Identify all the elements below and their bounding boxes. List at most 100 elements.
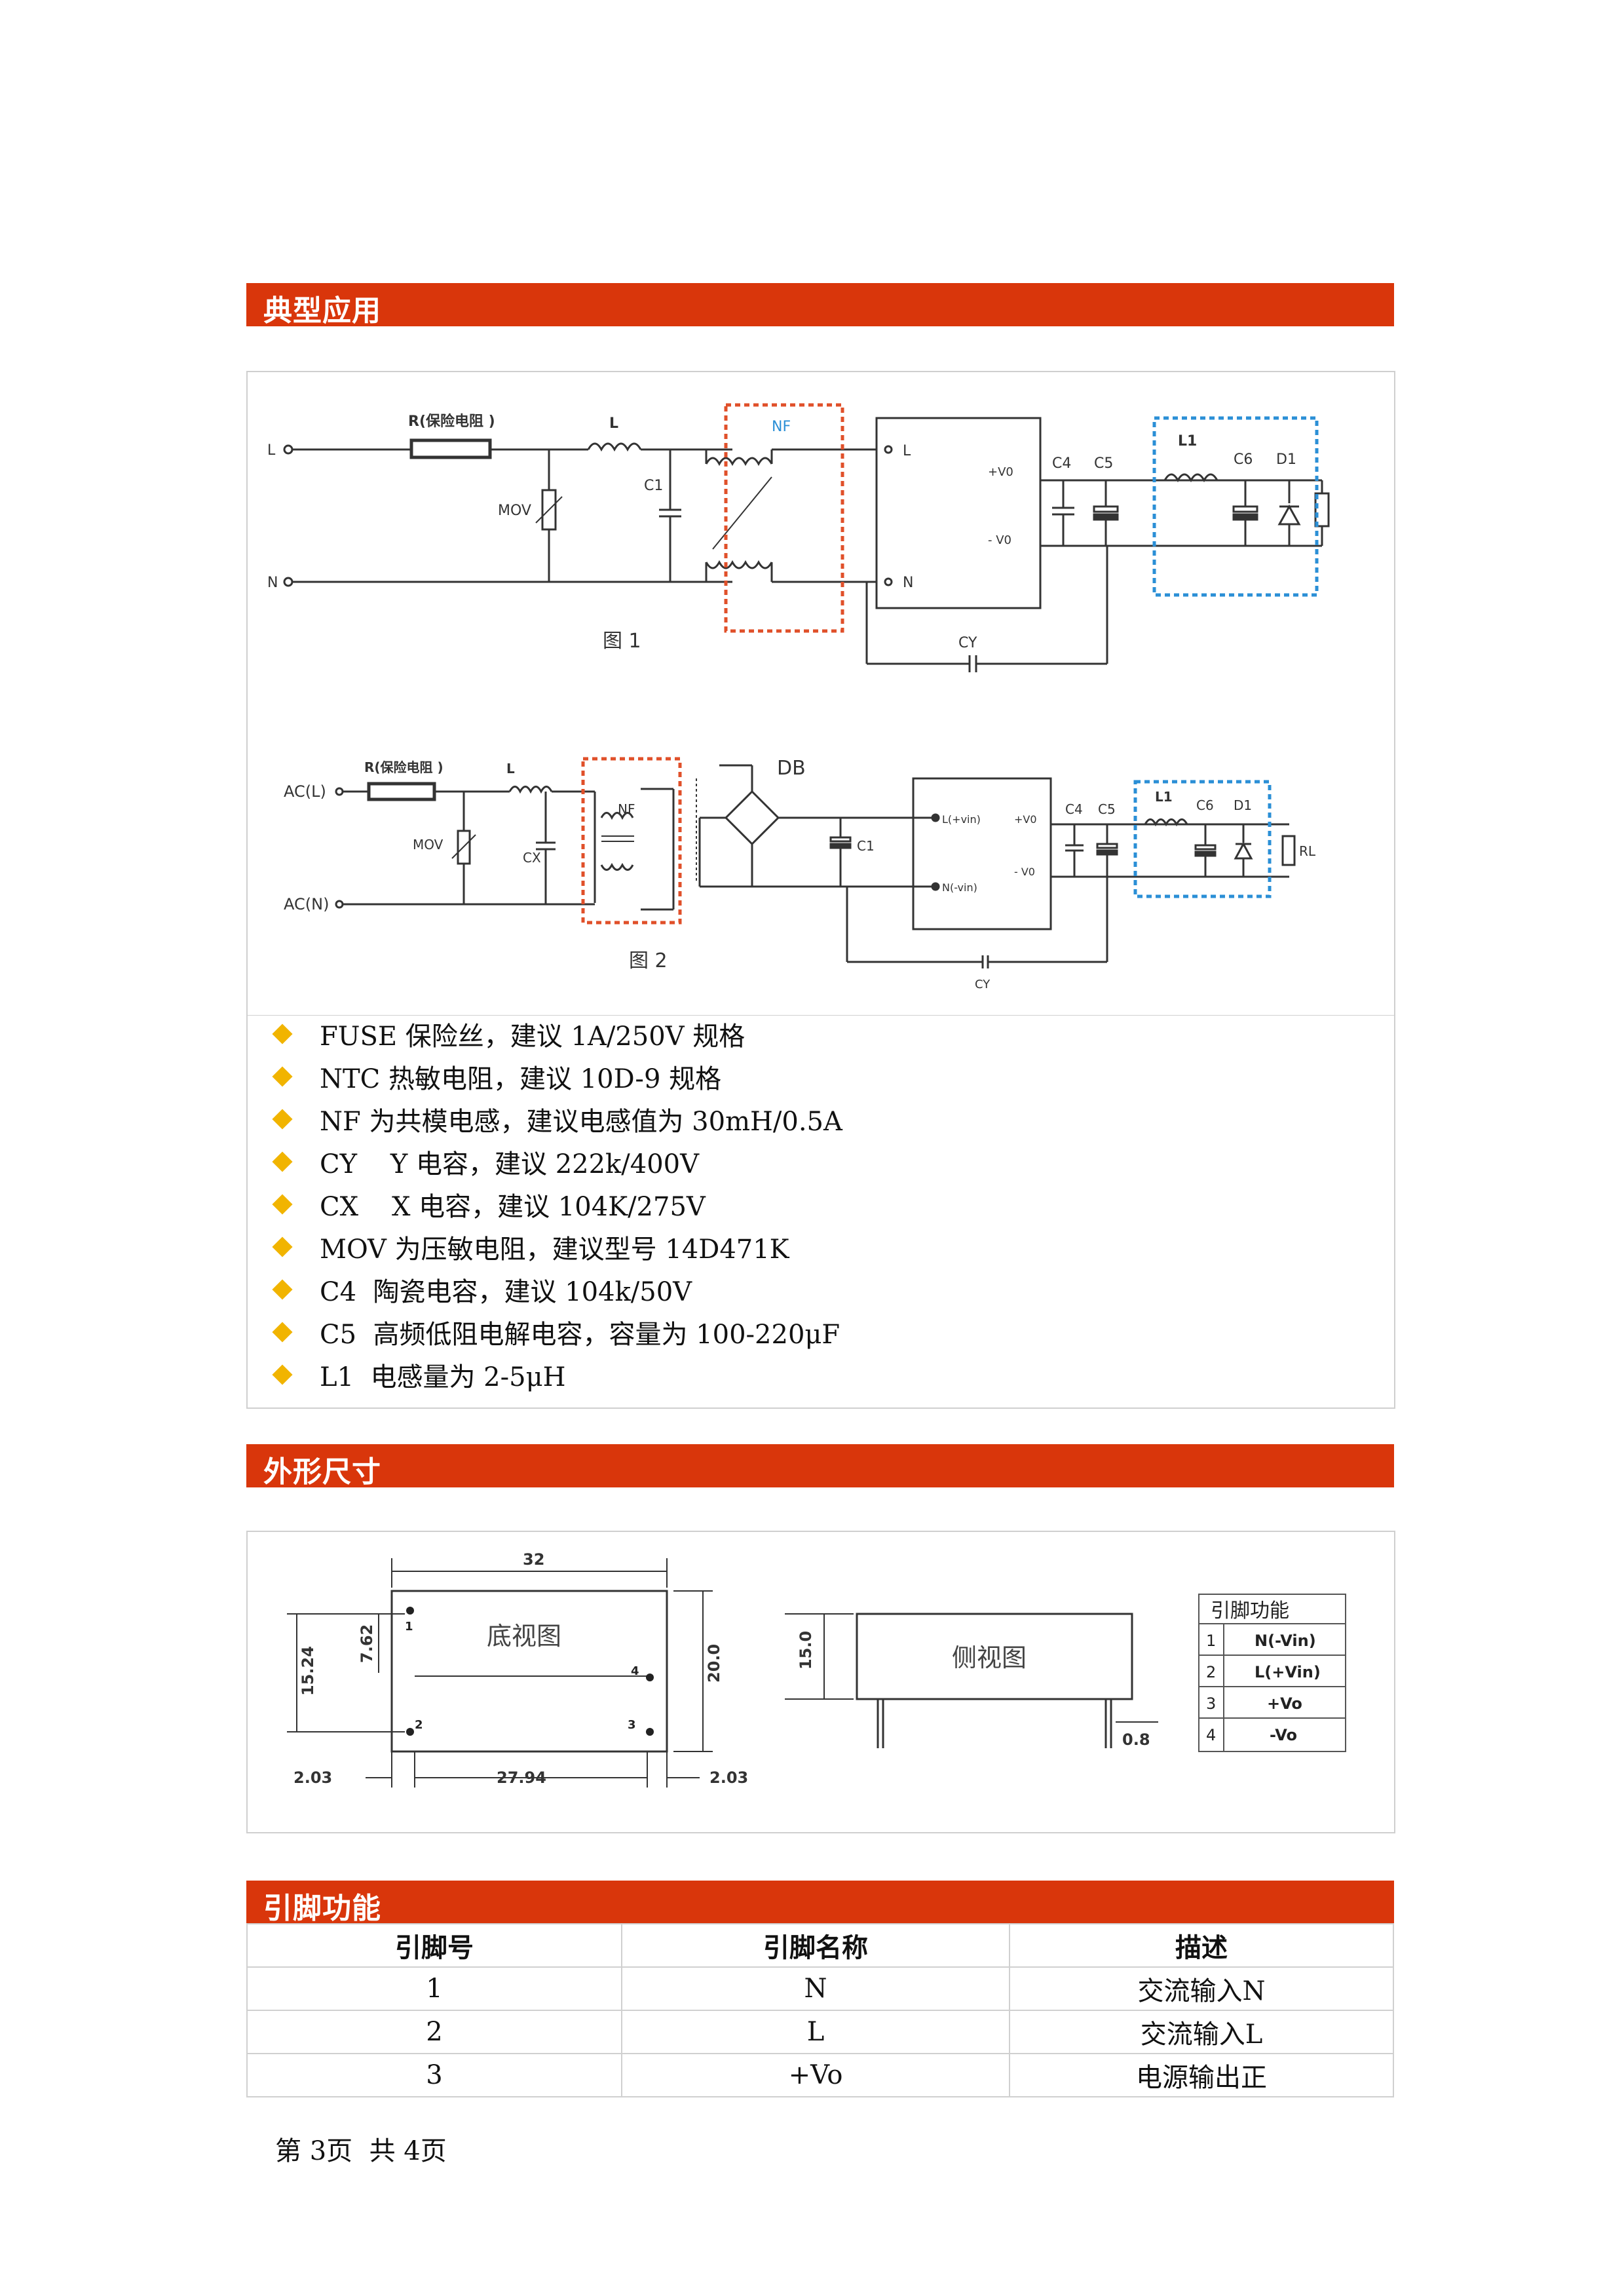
dim-pin-span-v: 15.24 xyxy=(299,1646,317,1696)
bullet-icon xyxy=(272,1066,293,1087)
mini-table-name: L(+Vin) xyxy=(1255,1663,1321,1681)
table-cell: 2 xyxy=(246,2010,622,2054)
fig1-n-in: N xyxy=(267,575,278,591)
pin-dot xyxy=(406,1728,414,1736)
table-row: 3 +Vo 电源输出正 xyxy=(246,2053,1394,2097)
fig2-caption: 图 2 xyxy=(629,949,668,972)
dim-side-height: 15.0 xyxy=(797,1631,815,1670)
section-header-dimensions: 外形尺寸 xyxy=(246,1444,1394,1489)
note-item: NTC 热敏电阻，建议 10D-9 规格 xyxy=(267,1057,721,1096)
pin-table: 引脚号 引脚名称 描述 1 N 交流输入N 2 L 交流输入L 3 +Vo 电源… xyxy=(246,1923,1394,2097)
section-header-pins: 引脚功能 xyxy=(246,1881,1394,1925)
pin-dot xyxy=(646,1728,654,1736)
mini-table-name: +Vo xyxy=(1267,1694,1302,1713)
table-row: 1 N 交流输入N xyxy=(246,1966,1394,2011)
fig2-vo-neg: - V0 xyxy=(1014,866,1035,878)
fig1-l1: L1 xyxy=(1178,433,1197,450)
fig2-db: DB xyxy=(777,757,806,780)
mini-table-no: 1 xyxy=(1206,1632,1216,1650)
fig2-vo-pos: +V0 xyxy=(1014,813,1037,826)
fig1-d1: D1 xyxy=(1276,451,1296,468)
mini-table-no: 2 xyxy=(1206,1663,1216,1681)
figure-2-circuit xyxy=(335,764,1296,968)
section-header-typical: 典型应用 xyxy=(246,283,1394,328)
section-title: 引脚功能 xyxy=(263,1892,381,1925)
fig2-d1: D1 xyxy=(1234,797,1252,813)
pin-number: 4 xyxy=(631,1664,639,1678)
bottom-view-label: 底视图 xyxy=(487,1622,561,1651)
fig1-inductor: L xyxy=(609,415,618,432)
mini-table-no: 4 xyxy=(1206,1726,1216,1744)
fig1-caption: 图 1 xyxy=(603,630,641,653)
fig1-mod-l: L xyxy=(903,443,911,459)
table-cell: 1 xyxy=(246,1966,622,2011)
fig2-rl: RL xyxy=(1299,843,1316,859)
note-item: NF 为共模电感，建议电感值为 30mH/0.5A xyxy=(267,1100,842,1139)
dim-pin-dia: 0.8 xyxy=(1122,1731,1150,1749)
bullet-icon xyxy=(272,1151,293,1172)
pin-number: 2 xyxy=(415,1718,423,1732)
fig1-vo-neg: - V0 xyxy=(988,533,1011,547)
bullet-icon xyxy=(272,1364,293,1385)
table-cell: L xyxy=(621,2010,1010,2054)
table-cell: 交流输入N xyxy=(1009,1966,1394,2011)
fig2-inductor: L xyxy=(506,761,515,776)
mini-table-no: 3 xyxy=(1206,1694,1216,1713)
table-row: 2 L 交流输入L xyxy=(246,2010,1394,2054)
side-view-label: 侧视图 xyxy=(952,1643,1027,1672)
bullet-icon xyxy=(272,1194,293,1215)
column-header: 引脚名称 xyxy=(621,1923,1010,1968)
fig2-l-vin: L(+vin) xyxy=(942,813,981,826)
dim-edge-right: 2.03 xyxy=(709,1769,748,1787)
fig2-mov: MOV xyxy=(413,837,444,852)
table-cell: 电源输出正 xyxy=(1009,2053,1394,2097)
note-item: CX X 电容，建议 104K/275V xyxy=(267,1185,706,1224)
note-item: C4 陶瓷电容，建议 104k/50V xyxy=(267,1270,692,1309)
note-item: FUSE 保险丝，建议 1A/250V 规格 xyxy=(267,1014,745,1054)
fig2-n-vin: N(-vin) xyxy=(942,881,977,894)
dimension-drawing: 32 20.0 15.24 7.62 2.03 27.94 2.03 15.0 … xyxy=(287,1550,1346,1788)
column-header: 引脚号 xyxy=(246,1923,622,1968)
fig1-c6: C6 xyxy=(1234,451,1253,468)
page-footer: 第 3页 共 4页 xyxy=(275,2136,447,2166)
note-item: MOV 为压敏电阻，建议型号 14D471K xyxy=(267,1227,789,1267)
dim-pin-offset: 7.62 xyxy=(358,1624,376,1663)
section-title: 外形尺寸 xyxy=(263,1455,381,1489)
fig2-ac-n: AC(N) xyxy=(284,895,329,913)
table-cell: 交流输入L xyxy=(1009,2010,1394,2054)
bullet-icon xyxy=(272,1109,293,1130)
fig2-fuse: R(保险电阻 ) xyxy=(364,759,444,775)
fig1-c5: C5 xyxy=(1094,455,1113,472)
table-cell: 3 xyxy=(246,2053,622,2097)
fig2-cy: CY xyxy=(975,978,991,991)
mini-table-title: 引脚功能 xyxy=(1211,1599,1289,1622)
fig1-fuse: R(保险电阻 ) xyxy=(408,413,495,430)
component-notes: FUSE 保险丝，建议 1A/250V 规格 NTC 热敏电阻，建议 10D-9… xyxy=(246,1014,1393,1401)
table-cell: +Vo xyxy=(621,2053,1010,2097)
table-header-row: 引脚号 引脚名称 描述 xyxy=(246,1923,1394,1968)
pin-number: 3 xyxy=(628,1718,636,1732)
pin-dot xyxy=(646,1674,654,1681)
bullet-icon xyxy=(272,1236,293,1257)
fig1-nf: NF xyxy=(772,419,791,435)
fig1-vo-pos: +V0 xyxy=(988,465,1013,479)
fig2-l1: L1 xyxy=(1155,789,1173,805)
mini-table-name: -Vo xyxy=(1270,1726,1297,1744)
fig1-c4: C4 xyxy=(1052,455,1071,472)
note-item: C5 高频低阻电解电容，容量为 100-220μF xyxy=(267,1312,840,1352)
fig2-c1: C1 xyxy=(857,838,875,854)
fig2-nf: NF xyxy=(618,801,635,817)
mini-table-name: N(-Vin) xyxy=(1255,1632,1316,1650)
pin-number: 1 xyxy=(405,1620,413,1634)
figure-1-circuit xyxy=(283,417,1330,672)
note-item: L1 电感量为 2-5μH xyxy=(267,1355,565,1394)
dimension-panel: 32 20.0 15.24 7.62 2.03 27.94 2.03 15.0 … xyxy=(246,1531,1395,1833)
dim-height: 20.0 xyxy=(705,1644,723,1683)
fig1-cy: CY xyxy=(958,635,977,651)
dim-pin-span-h: 27.94 xyxy=(497,1769,546,1787)
bullet-icon xyxy=(272,1024,293,1044)
fig1-l-in: L xyxy=(267,442,276,459)
column-header: 描述 xyxy=(1009,1923,1394,1968)
note-item: CY Y 电容，建议 222k/400V xyxy=(267,1142,699,1181)
pin-dot xyxy=(406,1607,414,1615)
